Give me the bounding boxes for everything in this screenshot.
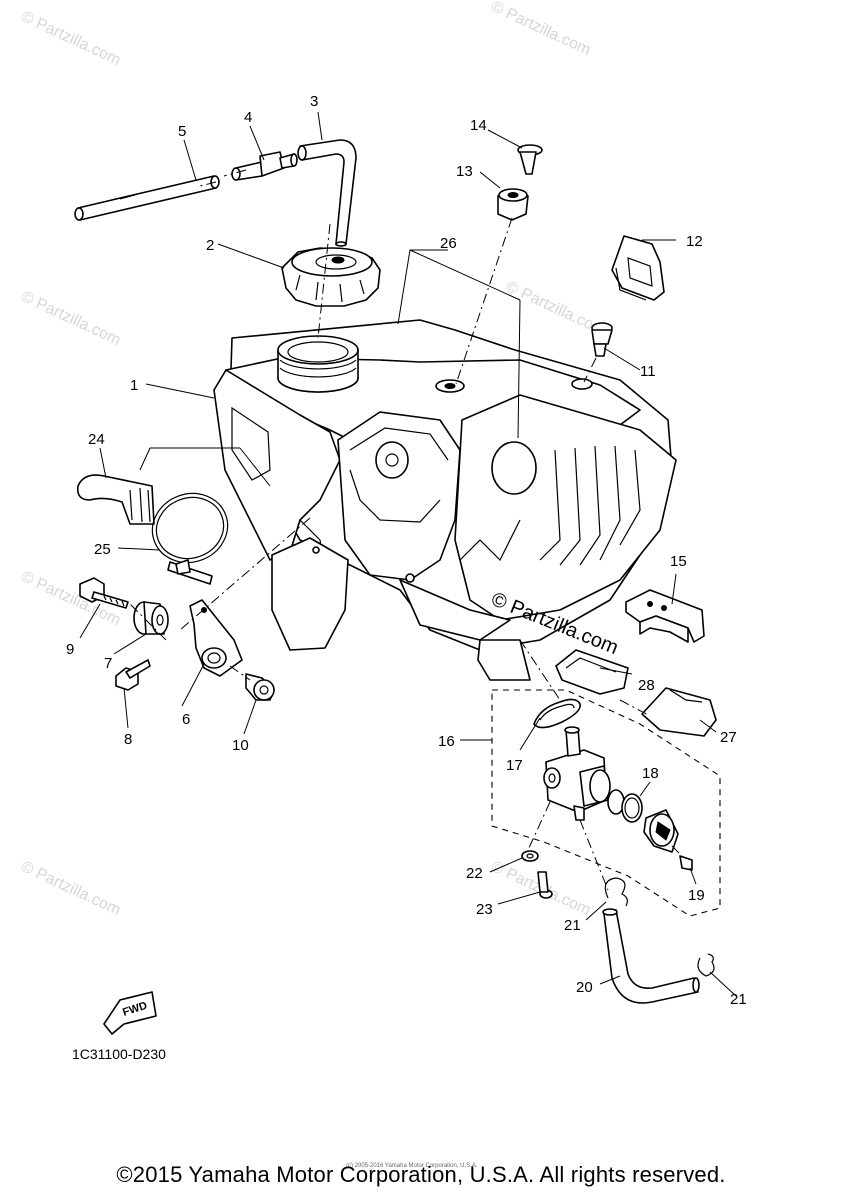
breather-valve — [231, 151, 298, 181]
callout-20: 20 — [576, 979, 593, 996]
callout-8: 8 — [124, 731, 132, 748]
protector-24 — [76, 474, 155, 525]
clip-21a — [604, 877, 628, 907]
callout-28: 28 — [638, 677, 655, 694]
callout-19: 19 — [688, 887, 705, 904]
collar-10 — [245, 673, 275, 701]
callout-4: 4 — [244, 109, 252, 126]
callout-13: 13 — [456, 163, 473, 180]
callout-5: 5 — [178, 123, 186, 140]
callout-3: 3 — [310, 93, 318, 110]
callout-12: 12 — [686, 233, 703, 250]
callout-25: 25 — [94, 541, 111, 558]
callout-6: 6 — [182, 711, 190, 728]
bolt-8 — [115, 659, 151, 691]
fuel-tank — [213, 319, 677, 681]
breather-hose — [297, 139, 357, 247]
callout-21: 21 — [564, 917, 581, 934]
screw-23 — [537, 871, 553, 899]
clip-12 — [611, 235, 665, 301]
cover-27 — [641, 687, 717, 737]
fuel-cock-assembly — [491, 689, 721, 917]
fuel-hose-20 — [602, 908, 700, 1004]
diagram-code: 1C31100-D230 — [72, 1046, 166, 1062]
hose-5 — [74, 175, 220, 221]
small-copyright: (c) 2005-2016 Yamaha Motor Corporation, … — [346, 1163, 478, 1169]
callout-24: 24 — [88, 431, 105, 448]
clip-21b — [697, 953, 715, 977]
callout-23: 23 — [476, 901, 493, 918]
fwd-arrow: FWD — [103, 991, 157, 1035]
cover-15 — [625, 589, 705, 643]
damper-7 — [133, 601, 169, 635]
callout-labels: 1 2 3 4 5 6 7 8 9 10 11 12 13 14 15 16 1… — [66, 93, 747, 1008]
callout-2: 2 — [206, 237, 214, 254]
watermark: © Partzilla.com — [488, 0, 593, 59]
damper-and-screw — [497, 144, 543, 221]
callout-15: 15 — [670, 553, 687, 570]
leader-lines — [79, 111, 737, 997]
callout-17: 17 — [506, 757, 523, 774]
callout-10: 10 — [232, 737, 249, 754]
callout-26: 26 — [440, 235, 457, 252]
bolt-11 — [591, 322, 613, 357]
bracket-6 — [189, 599, 243, 677]
fuel-cap — [281, 247, 381, 307]
callout-18: 18 — [642, 765, 659, 782]
washer-22 — [521, 850, 539, 862]
callout-1: 1 — [130, 377, 138, 394]
strap-25 — [151, 492, 229, 585]
callout-16: 16 — [438, 733, 455, 750]
callout-9: 9 — [66, 641, 74, 658]
watermark: © Partzilla.com — [18, 8, 123, 69]
callout-14: 14 — [470, 117, 487, 134]
callout-21-second: 21 — [730, 991, 747, 1008]
plate-28 — [555, 649, 629, 695]
bolt-9 — [79, 577, 129, 609]
callout-27: 27 — [720, 729, 737, 746]
watermark: © Partzilla.com — [18, 858, 123, 919]
callout-22: 22 — [466, 865, 483, 882]
callout-7: 7 — [104, 655, 112, 672]
callout-11: 11 — [640, 363, 656, 380]
copyright-footer: ©2015 Yamaha Motor Corporation, U.S.A. A… — [116, 1162, 726, 1187]
watermark: © Partzilla.com — [18, 288, 123, 349]
